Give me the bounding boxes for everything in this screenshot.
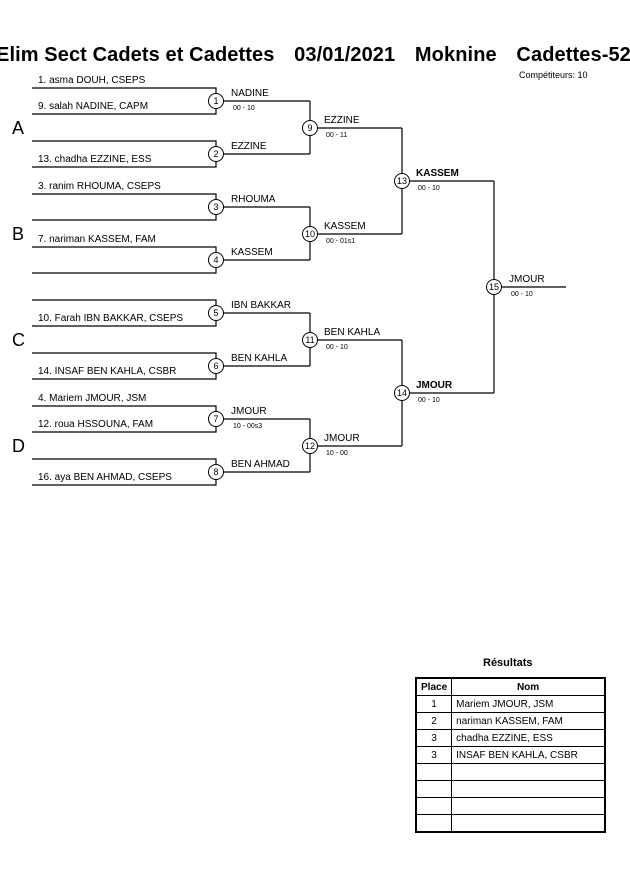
entry-name: 10. Farah IBN BAKKAR, CSEPS <box>38 313 184 324</box>
result-place: 2 <box>415 712 453 730</box>
result-name: nariman KASSEM, FAM <box>451 712 606 730</box>
entry-name: 4. Mariem JMOUR, JSM <box>38 393 147 404</box>
result-place: 1 <box>415 695 453 713</box>
match-number: 10 <box>302 226 318 242</box>
pool-label-a: A <box>12 118 25 138</box>
entry-name: 12. roua HSSOUNA, FAM <box>38 419 154 430</box>
table-row-empty <box>415 797 606 815</box>
name-column-header: Nom <box>451 677 606 696</box>
results-header-row: Place Nom <box>415 677 606 696</box>
match-winner: RHOUMA <box>231 194 276 205</box>
entry-name: 3. ranim RHOUMA, CSEPS <box>38 181 161 192</box>
match-number: 1 <box>208 93 224 109</box>
match-score: 00 - 01s1 <box>326 238 356 245</box>
match-score: 10 - 00s3 <box>233 423 263 430</box>
entry-name: 7. nariman KASSEM, FAM <box>38 234 156 245</box>
match-number: 14 <box>394 385 410 401</box>
pool-label-c: C <box>12 330 25 350</box>
match-number: 2 <box>208 146 224 162</box>
entry-name: 9. salah NADINE, CAPM <box>38 101 149 112</box>
table-row: 2 nariman KASSEM, FAM <box>415 712 606 730</box>
event-category: Cadettes-52 <box>516 44 630 66</box>
match-winner: JMOUR <box>324 433 360 444</box>
entry-name: 1. asma DOUH, CSEPS <box>38 75 146 86</box>
results-table: Place Nom 1 Mariem JMOUR, JSM 2 nariman … <box>415 677 606 833</box>
match-number: 7 <box>208 411 224 427</box>
match-number: 4 <box>208 252 224 268</box>
entry-name: 14. INSAF BEN KAHLA, CSBR <box>38 366 177 377</box>
match-winner: BEN KAHLA <box>324 327 381 338</box>
match-number: 5 <box>208 305 224 321</box>
match-winner: IBN BAKKAR <box>231 300 292 311</box>
match-number: 12 <box>302 438 318 454</box>
match-number: 3 <box>208 199 224 215</box>
match-number: 11 <box>302 332 318 348</box>
page-title: Elim Sect Cadets et Cadettes 03/01/2021 … <box>0 44 630 67</box>
match-winner: BEN KAHLA <box>231 353 288 364</box>
result-place: 3 <box>415 729 453 747</box>
match-number: 6 <box>208 358 224 374</box>
match-number: 9 <box>302 120 318 136</box>
match-winner: KASSEM <box>416 168 459 179</box>
table-row: 3 chadha EZZINE, ESS <box>415 729 606 747</box>
event-name: Elim Sect Cadets et Cadettes <box>0 44 275 66</box>
event-date: 03/01/2021 <box>294 44 396 66</box>
match-score: 00 - 10 <box>511 291 533 298</box>
entry-name: 13. chadha EZZINE, ESS <box>38 154 152 165</box>
entry-name: 16. aya BEN AHMAD, CSEPS <box>38 472 172 483</box>
table-row: 1 Mariem JMOUR, JSM <box>415 695 606 713</box>
result-name: chadha EZZINE, ESS <box>451 729 606 747</box>
results-title: Résultats <box>483 657 533 669</box>
match-winner: KASSEM <box>231 247 273 258</box>
match-number: 13 <box>394 173 410 189</box>
table-row: 3 INSAF BEN KAHLA, CSBR <box>415 746 606 764</box>
match-winner: EZZINE <box>324 115 360 126</box>
table-row-empty <box>415 763 606 781</box>
match-score: 00 - 10 <box>418 185 440 192</box>
match-score: 10 - 00 <box>326 450 348 457</box>
table-row-empty <box>415 814 606 833</box>
event-venue: Moknine <box>414 44 497 66</box>
competitor-count: Compétiteurs: 10 <box>519 70 588 80</box>
match-winner: JMOUR <box>416 380 453 391</box>
result-name: INSAF BEN KAHLA, CSBR <box>451 746 606 764</box>
match-winner: EZZINE <box>231 141 267 152</box>
match-winner: JMOUR <box>231 406 267 417</box>
match-winner: NADINE <box>231 88 269 99</box>
match-score: 00 - 11 <box>326 132 348 139</box>
match-score: 00 - 10 <box>326 344 348 351</box>
match-number: 8 <box>208 464 224 480</box>
match-score: 00 - 10 <box>418 397 440 404</box>
pool-label-d: D <box>12 436 25 456</box>
place-column-header: Place <box>415 677 453 696</box>
match-score: 00 - 10 <box>233 105 255 112</box>
pool-label-b: B <box>12 224 25 244</box>
match-winner: BEN AHMAD <box>231 459 290 470</box>
table-row-empty <box>415 780 606 798</box>
final-winner: JMOUR <box>509 274 545 285</box>
match-winner: KASSEM <box>324 221 366 232</box>
result-name: Mariem JMOUR, JSM <box>451 695 606 713</box>
match-number: 15 <box>486 279 502 295</box>
result-place: 3 <box>415 746 453 764</box>
